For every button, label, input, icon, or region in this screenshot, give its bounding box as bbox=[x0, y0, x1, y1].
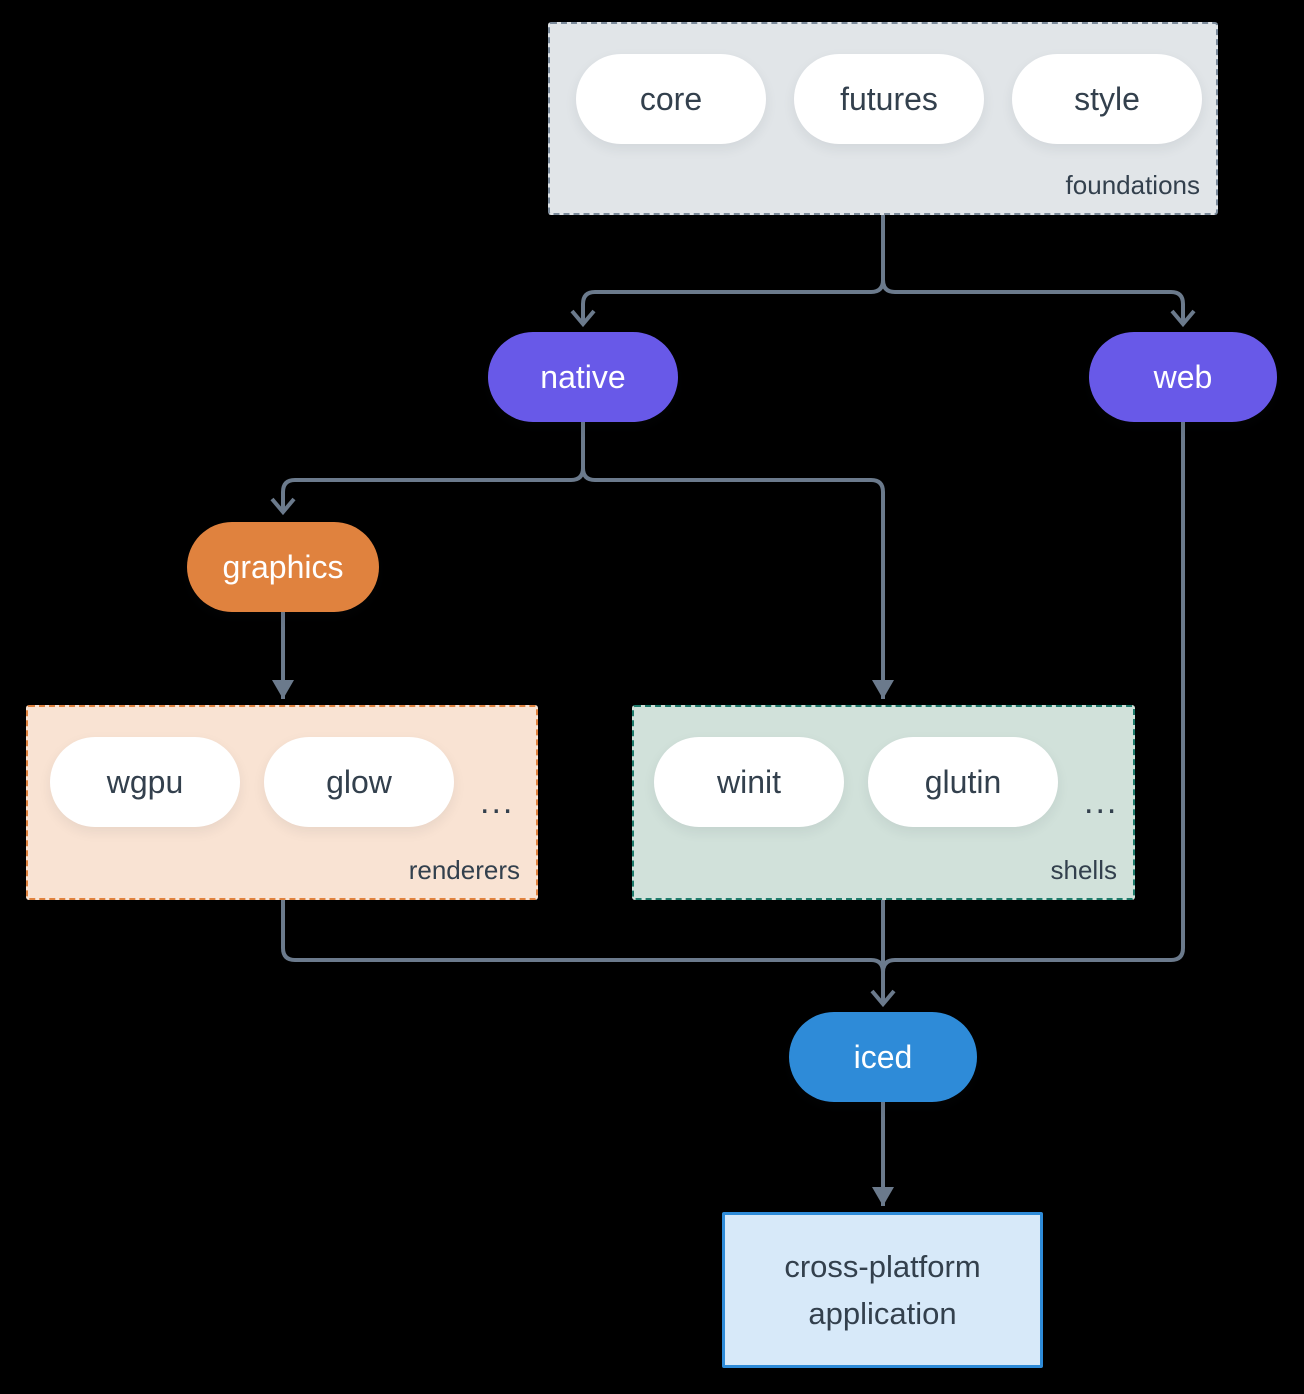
shells-label: shells bbox=[1050, 855, 1117, 885]
edge-renderers-to-iced bbox=[281, 900, 885, 1004]
renderers-ellipsis: ... bbox=[480, 783, 515, 821]
shells-ellipsis: ... bbox=[1084, 783, 1119, 821]
edge-native-to-graphics bbox=[270, 422, 585, 516]
renderers-group: wgpu glow ... renderers bbox=[26, 705, 538, 900]
node-graphics: graphics bbox=[187, 522, 379, 612]
node-winit: winit bbox=[654, 737, 844, 827]
node-core: core bbox=[576, 54, 766, 144]
application-label-line-1: cross-platform bbox=[784, 1249, 981, 1284]
renderers-label: renderers bbox=[408, 855, 520, 885]
foundations-label: foundations bbox=[1065, 170, 1200, 200]
edge-foundations-to-native bbox=[570, 215, 885, 328]
node-native: native bbox=[488, 332, 678, 422]
node-wgpu: wgpu bbox=[50, 737, 240, 827]
node-glow: glow bbox=[264, 737, 454, 827]
node-glutin: glutin bbox=[868, 737, 1058, 827]
edge-native-to-shells bbox=[581, 422, 894, 699]
application-box: cross-platform application bbox=[722, 1212, 1043, 1368]
node-futures: futures bbox=[794, 54, 984, 144]
node-style: style bbox=[1012, 54, 1202, 144]
shells-group: winit glutin ... shells bbox=[632, 705, 1135, 900]
edge-foundations-to-web bbox=[881, 215, 1196, 328]
node-iced: iced bbox=[789, 1012, 977, 1102]
application-label-line-2: application bbox=[808, 1296, 957, 1331]
node-web: web bbox=[1089, 332, 1277, 422]
foundations-group: core futures style foundations bbox=[548, 22, 1218, 215]
